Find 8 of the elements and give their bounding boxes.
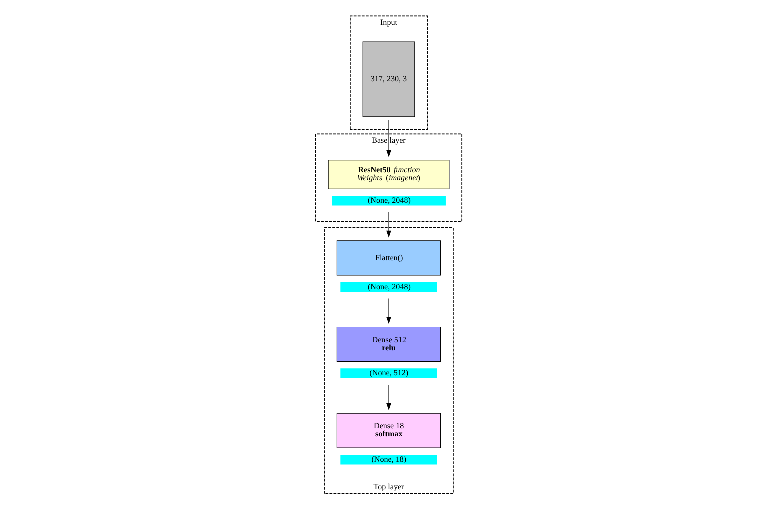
node-label: (None, 2048) (368, 196, 411, 206)
node-label: (None, 2048) (368, 282, 411, 292)
node-label: (None, 18) (372, 455, 407, 464)
arrow (386, 384, 392, 410)
node-label: (None, 512) (370, 368, 409, 378)
arrow (386, 298, 392, 324)
arrow (386, 212, 392, 238)
arrow (386, 120, 392, 158)
